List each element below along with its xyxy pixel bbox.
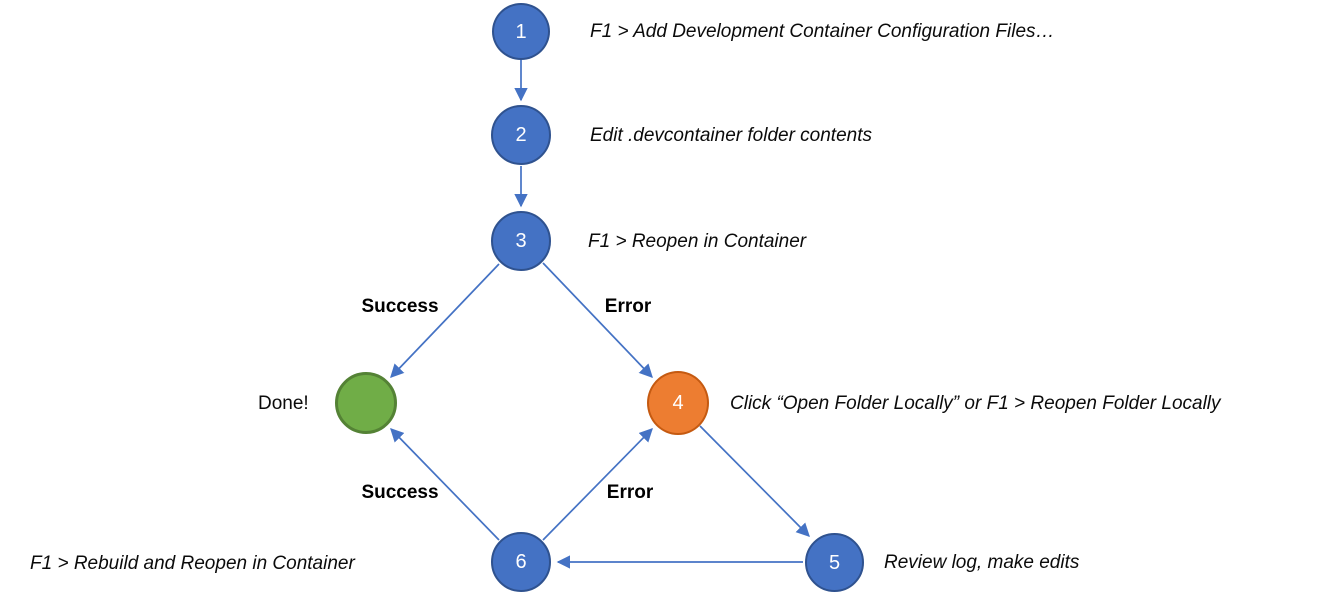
edge-label-success-top: Success (361, 296, 439, 317)
annotation-done: Done! (258, 393, 309, 414)
node-step-5: 5 (805, 533, 864, 592)
edge-label-error-top: Error (604, 296, 652, 317)
edge-3-to-done (390, 263, 500, 378)
node-step-6-label: 6 (515, 551, 527, 573)
edge-4-to-5 (699, 425, 810, 537)
edge-label-error-bottom: Error (606, 482, 654, 503)
node-step-5-label: 5 (828, 551, 841, 574)
edge-label-success-bottom: Success (361, 482, 439, 503)
node-step-4-label: 4 (672, 392, 684, 414)
annotation-step-4: Click “Open Folder Locally” or F1 > Reop… (730, 393, 1221, 414)
annotation-step-5: Review log, make edits (884, 552, 1080, 573)
node-step-6: 6 (491, 532, 551, 592)
node-step-1-label: 1 (515, 20, 527, 43)
node-step-2-label: 2 (515, 124, 527, 146)
annotation-step-1: F1 > Add Development Container Configura… (590, 21, 1055, 42)
node-done (335, 372, 397, 434)
annotation-step-6: F1 > Rebuild and Reopen in Container (30, 553, 355, 574)
node-step-4: 4 (647, 371, 709, 435)
edge-3-to-4 (542, 262, 653, 378)
node-step-2: 2 (491, 105, 551, 165)
annotation-step-3: F1 > Reopen in Container (588, 231, 807, 252)
node-step-1: 1 (492, 3, 550, 60)
annotation-step-2: Edit .devcontainer folder contents (590, 125, 873, 146)
node-step-3-label: 3 (515, 230, 527, 252)
node-step-3: 3 (491, 211, 551, 271)
